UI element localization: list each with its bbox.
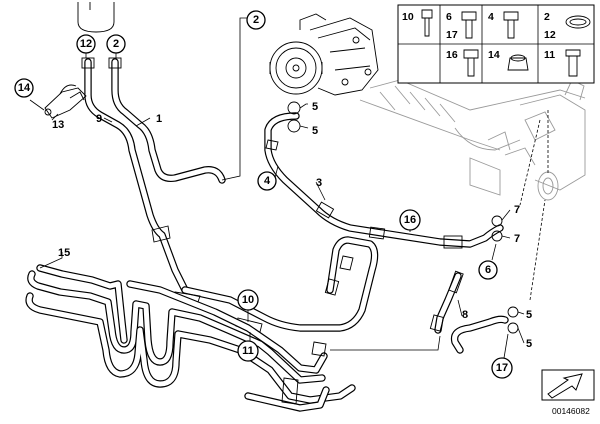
steering-gear: [359, 79, 586, 201]
callout-5-lower-upper: 5: [526, 309, 532, 321]
svg-text:17: 17: [496, 362, 508, 374]
suction-line: [181, 236, 379, 332]
power-steering-pump: [269, 13, 379, 96]
bracket-13: [44, 84, 87, 119]
callout-9: 9: [96, 113, 102, 125]
callout-13: 13: [52, 119, 64, 131]
callout-5-lower-lower: 5: [526, 338, 532, 350]
callout-7-lower: 7: [514, 233, 520, 245]
svg-text:11: 11: [242, 345, 254, 357]
callout-17: 17: [491, 357, 513, 379]
svg-text:14: 14: [18, 82, 31, 94]
svg-text:16: 16: [404, 214, 416, 226]
callout-3: 3: [316, 177, 322, 189]
callout-12: 12: [76, 34, 96, 54]
svg-text:6: 6: [485, 264, 491, 276]
svg-text:2: 2: [253, 14, 259, 26]
legend-11: 11: [544, 49, 555, 61]
svg-text:4: 4: [264, 175, 271, 187]
cooler-coil-15: [25, 264, 356, 412]
fluid-reservoir: [77, 2, 115, 33]
callout-10: 10: [237, 289, 259, 311]
legend-12: 12: [544, 29, 556, 41]
callout-8: 8: [462, 309, 468, 321]
pressure-hose-3: [264, 101, 504, 249]
callout-7-upper: 7: [514, 204, 520, 216]
orientation-arrow-box: [541, 369, 595, 401]
fastener-legend: 10 6 17 4 2 12 16 14 11: [397, 4, 595, 84]
svg-text:12: 12: [80, 38, 92, 50]
legend-4: 4: [488, 11, 494, 23]
svg-text:2: 2: [113, 38, 119, 50]
callout-15: 15: [58, 247, 70, 259]
legend-14: 14: [488, 49, 500, 61]
callout-4: 4: [257, 171, 277, 191]
callout-2-top: 2: [106, 34, 126, 54]
return-hose-9-and-1: [81, 57, 226, 294]
legend-10: 10: [402, 11, 414, 23]
svg-text:10: 10: [242, 294, 254, 306]
callout-5-pump-lower: 5: [312, 125, 318, 137]
return-line-8: [429, 215, 519, 354]
callout-2-pump: 2: [246, 10, 266, 30]
callout-16: 16: [399, 209, 421, 231]
legend-16: 16: [446, 49, 458, 61]
callout-1: 1: [156, 113, 162, 125]
callout-6: 6: [478, 260, 498, 280]
legend-6: 6: [446, 11, 452, 23]
part-number: 00146082: [552, 406, 590, 416]
legend-17: 17: [446, 29, 458, 41]
callout-11: 11: [237, 340, 259, 362]
legend-2: 2: [544, 11, 550, 23]
callout-14: 14: [14, 78, 34, 98]
callout-5-pump-upper: 5: [312, 101, 318, 113]
